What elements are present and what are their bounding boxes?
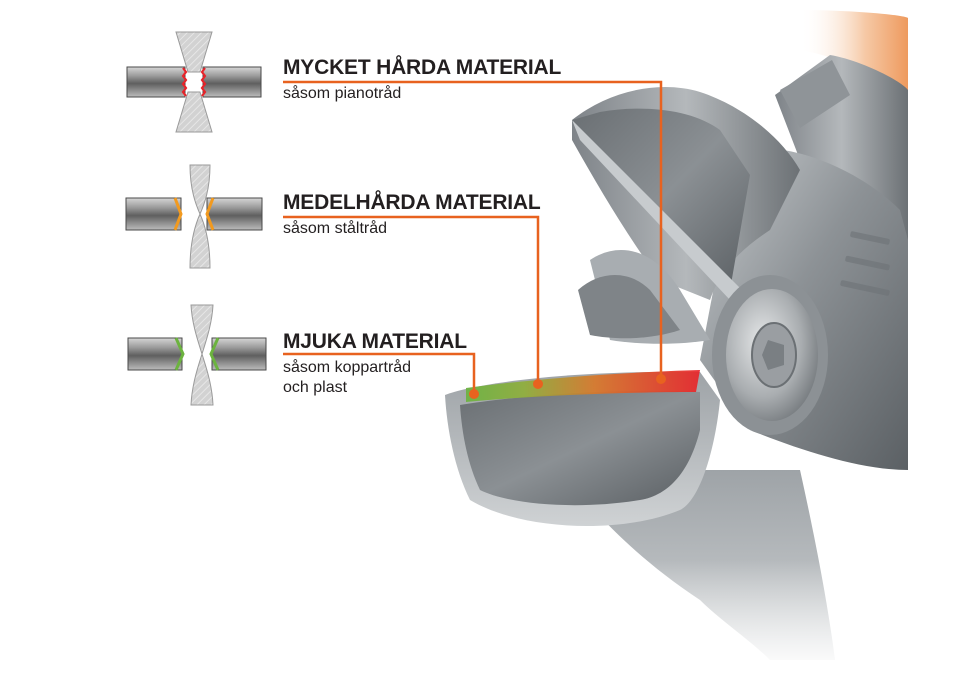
leader-dot-medium (533, 379, 543, 389)
wire-cut-blunt-blade-icon (126, 31, 262, 133)
label-medium-sub: såsom ståltråd (283, 220, 388, 237)
leader-dot-soft (469, 389, 479, 399)
leader-dot-hard (656, 374, 666, 384)
label-soft: MJUKA MATERIAL såsom koppartråd och plas… (283, 330, 467, 398)
label-soft-sub-line2: och plast (283, 379, 348, 396)
wire-cut-sharp-blade-icon (127, 304, 267, 406)
leader-lines (283, 80, 663, 393)
leader-line-medium (283, 215, 540, 383)
label-soft-title: MJUKA MATERIAL (283, 330, 467, 353)
leader-dots (469, 374, 666, 399)
leader-line-soft (283, 352, 476, 393)
label-medium-title: MEDELHÅRDA MATERIAL (283, 191, 541, 214)
leader-line-hard (283, 80, 663, 378)
label-hard: MYCKET HÅRDA MATERIAL såsom pianotråd (283, 56, 561, 104)
label-hard-title: MYCKET HÅRDA MATERIAL (283, 56, 562, 79)
wire-cut-medium-blade-icon (125, 164, 263, 269)
label-soft-sub-line1: såsom koppartråd (283, 359, 412, 376)
label-hard-sub: såsom pianotråd (283, 85, 402, 102)
end-cutting-pliers-icon (445, 10, 908, 672)
label-medium: MEDELHÅRDA MATERIAL såsom ståltråd (283, 191, 541, 239)
